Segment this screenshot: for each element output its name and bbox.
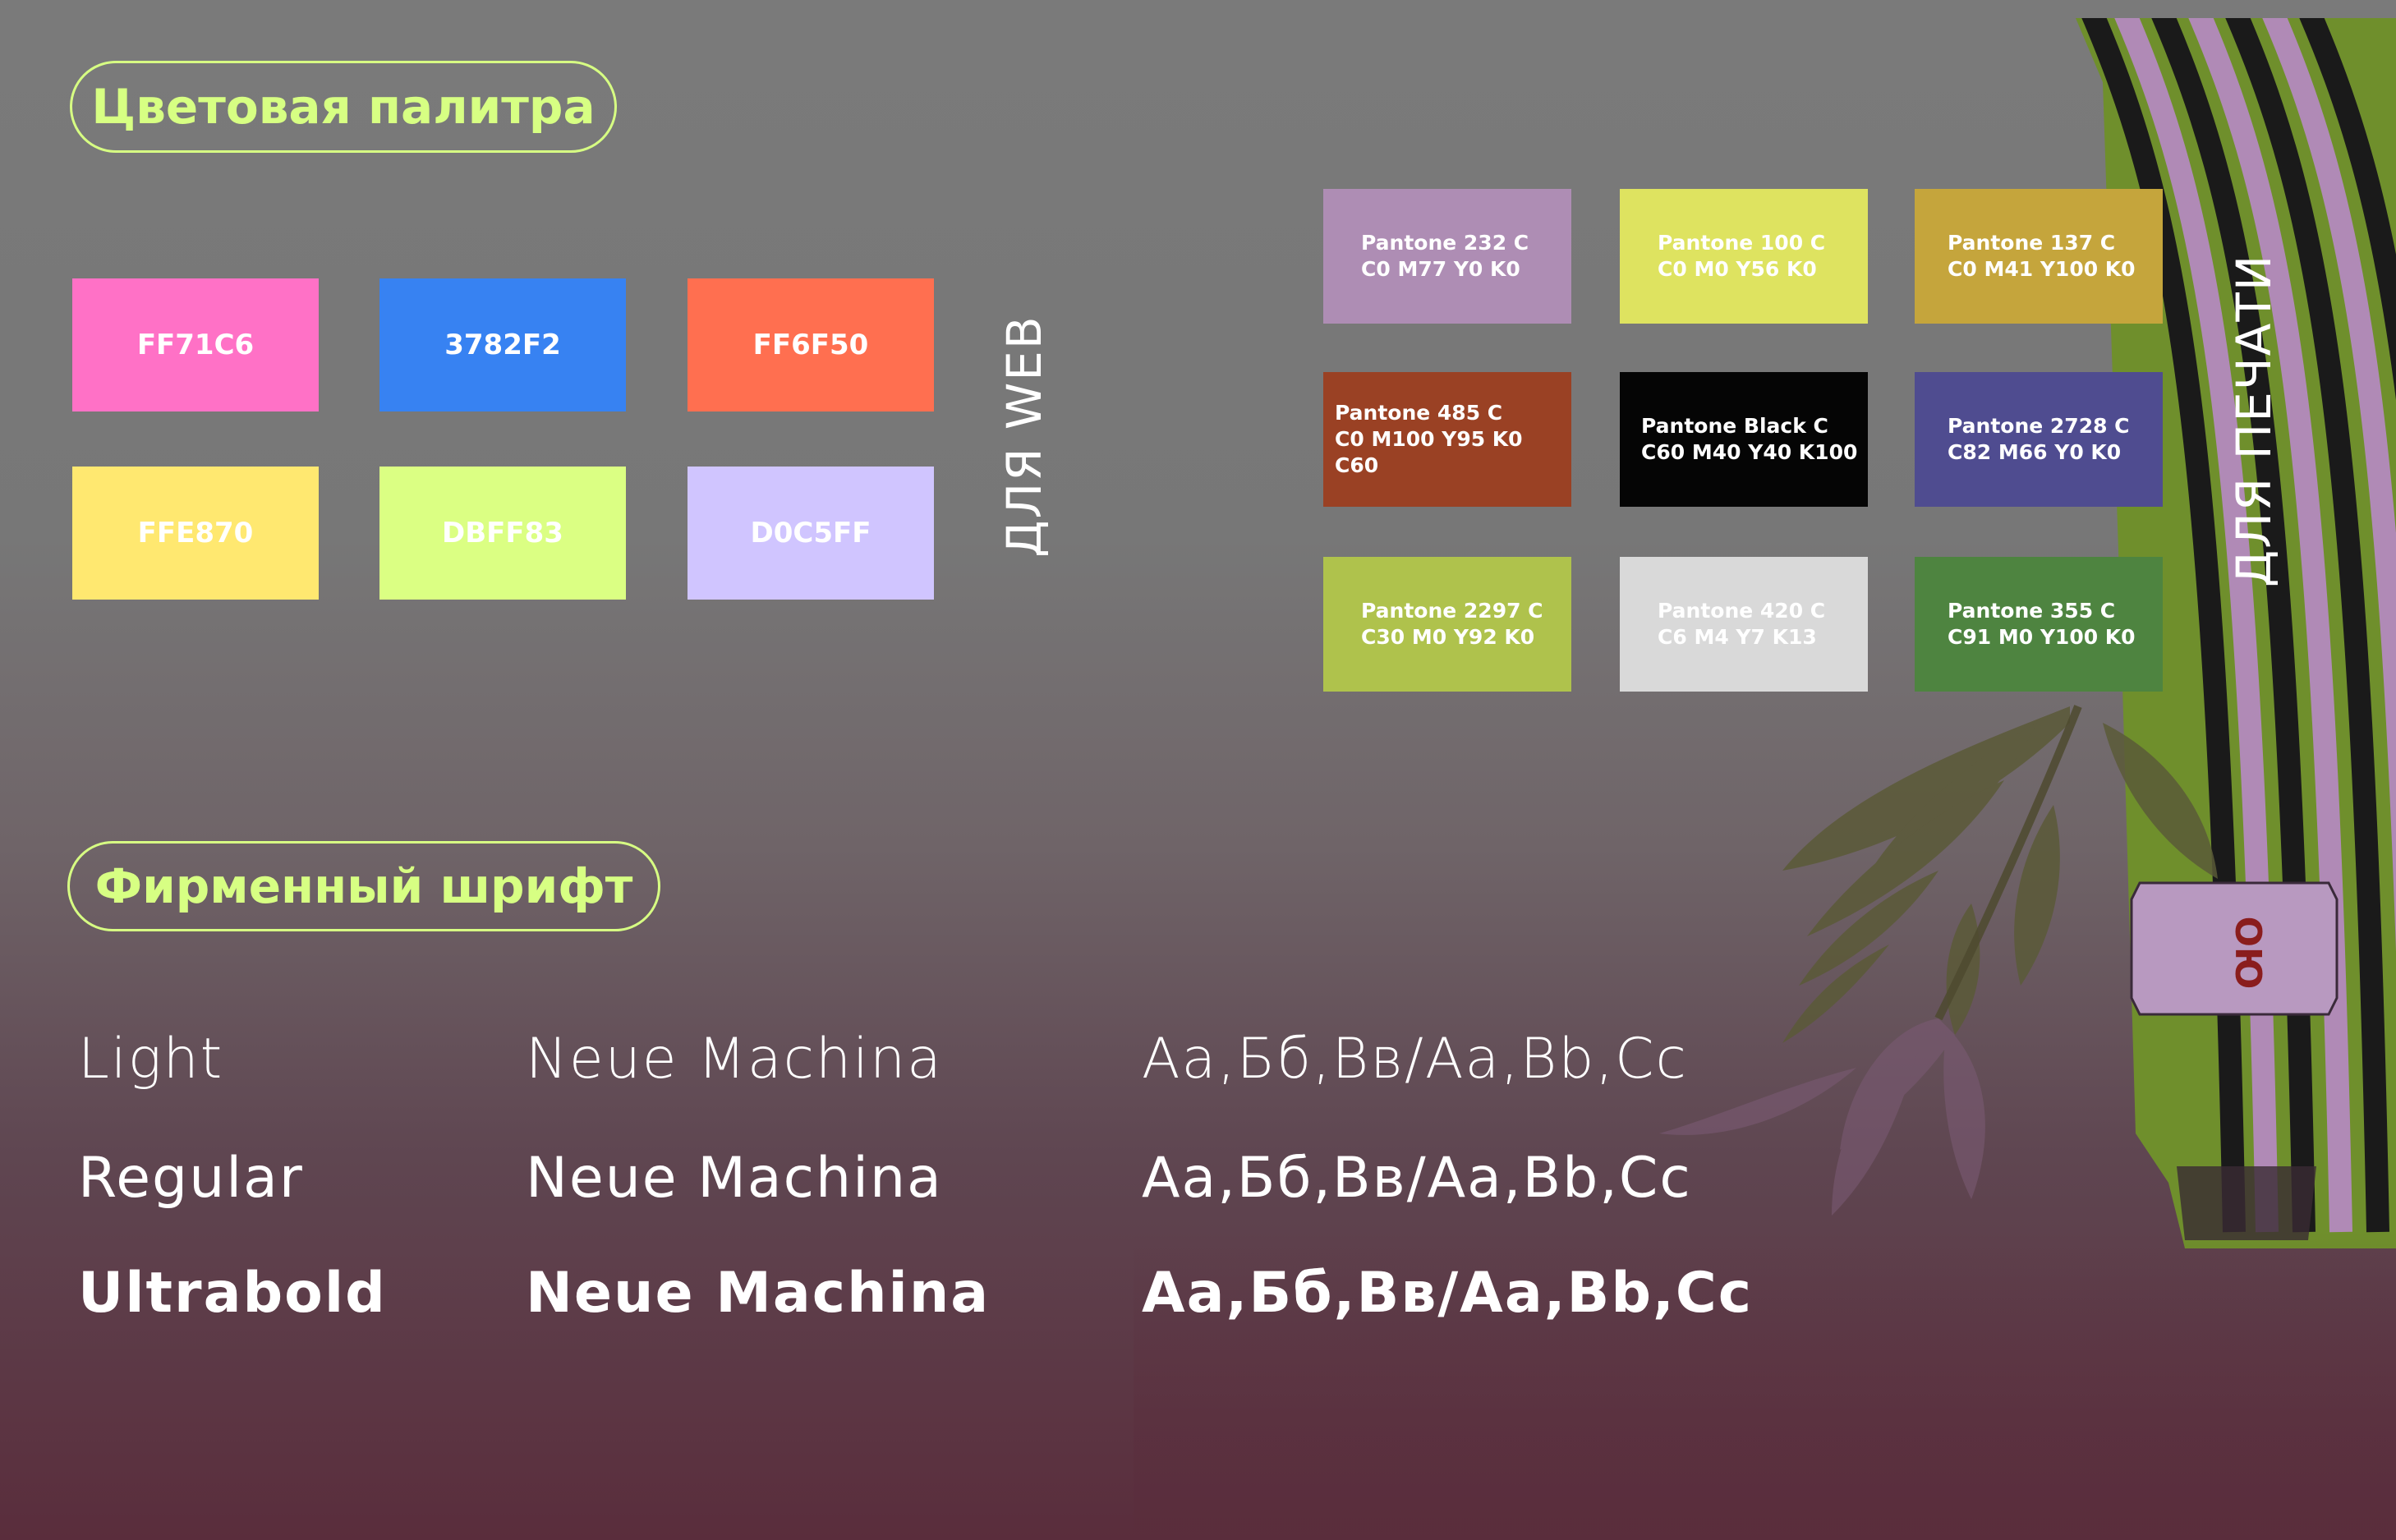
pantone-name: Pantone 232 C — [1361, 231, 1529, 255]
font-family-name: Neue Machina — [526, 1261, 991, 1326]
pantone-name: Pantone Black C — [1641, 414, 1828, 438]
web-swatch-dbff83: DBFF83 — [379, 467, 626, 600]
pantone-name: Pantone 420 C — [1658, 599, 1826, 623]
pantone-name: Pantone 100 C — [1658, 231, 1826, 255]
cmyk-values: C60 M40 Y40 K100 — [1641, 440, 1858, 464]
tube-cap — [2177, 1166, 2316, 1240]
pantone-name: Pantone 2728 C — [1948, 414, 2130, 438]
web-swatch-ff71c6: FF71C6 — [72, 278, 319, 411]
cmyk-values: C0 M0 Y56 K0 — [1658, 257, 1817, 281]
font-family-name: Neue Machina — [526, 1146, 943, 1211]
print-label: ДЛЯ ПЕЧАТИ — [2226, 253, 2282, 587]
font-sample: Аа,Бб,Вв/Аа,Bb,Cc — [1142, 1261, 1754, 1326]
font-title: Фирменный шрифт — [67, 841, 660, 931]
cmyk-values: C30 M0 Y92 K0 — [1361, 625, 1535, 649]
pantone-name: Pantone 485 C — [1335, 401, 1503, 425]
plant-leaves — [1782, 706, 2218, 1043]
cmyk-values: C0 M77 Y0 K0 — [1361, 257, 1520, 281]
web-swatch-ff6f50: FF6F50 — [688, 278, 934, 411]
font-family-name: Neue Machina — [526, 1027, 943, 1092]
cmyk-values: C82 M66 Y0 K0 — [1948, 440, 2122, 464]
cmyk-values: C91 M0 Y100 K0 — [1948, 625, 2136, 649]
web-swatch-3782f2: 3782F2 — [379, 278, 626, 411]
flower — [1659, 1018, 1985, 1216]
font-sample: Аа,Бб,Вв/Аа,Bb,Cc — [1142, 1146, 1692, 1211]
font-weight-label: Regular — [78, 1146, 304, 1211]
font-sample: Аа,Бб,Вв/Аа,Bb,Cc — [1142, 1027, 1688, 1092]
palette-title: Цветовая палитра — [70, 61, 617, 153]
pantone-name: Pantone 2297 C — [1361, 599, 1543, 623]
pantone-name: Pantone 137 C — [1948, 231, 2116, 255]
tube-label-text: ОЮ — [2227, 916, 2269, 989]
web-swatch-d0c5ff: D0C5FF — [688, 467, 934, 600]
plant-stem — [1934, 705, 2082, 1021]
cmyk-values: C0 M41 Y100 K0 — [1948, 257, 2136, 281]
tube-label: ОЮ — [2130, 881, 2339, 1016]
cmyk-values: C0 M100 Y95 K0 C60 — [1335, 427, 1523, 477]
font-weight-label: Ultrabold — [78, 1261, 387, 1326]
cmyk-values: C6 M4 Y7 K13 — [1658, 625, 1817, 649]
pantone-name: Pantone 355 C — [1948, 599, 2116, 623]
font-weight-label: Light — [78, 1027, 224, 1092]
web-label: ДЛЯ WEB — [996, 315, 1052, 558]
web-swatch-ffe870: FFE870 — [72, 467, 319, 600]
